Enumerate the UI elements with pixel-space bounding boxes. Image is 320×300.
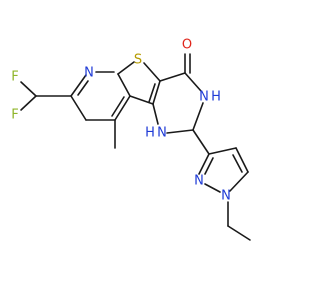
bond-carbonyl-nh [184, 72, 202, 92]
bond-c2-carbonyl [159, 72, 186, 82]
bond-pz-c4-c5-inner [232, 154, 243, 173]
atom-nh-amide: N [199, 90, 209, 105]
atom-label-layer: N S O N H N H F F N N [11, 38, 231, 204]
atom-f-lower: F [11, 108, 18, 123]
bond-ch-nh [166, 129, 194, 134]
bond-cf-lower [20, 95, 37, 111]
bond-pz-c4-c5 [235, 147, 249, 173]
bond-pz-n2-c3 [198, 153, 210, 175]
bond-ch-pyrazole [192, 129, 210, 155]
bond-pz-c3-c4 [208, 147, 237, 155]
atom-nh-amine: N [157, 126, 167, 141]
bond-pz-n1-n2 [204, 183, 221, 193]
atom-h-amine: H [145, 126, 155, 141]
bond-c3-c3a [129, 95, 154, 105]
atom-o-carbonyl: O [182, 38, 192, 53]
molecule-structure-diagram: N S O N H N H F F N N [11, 38, 251, 241]
bond-ethyl [227, 225, 251, 241]
atom-n-pyrazole-2: N [194, 174, 204, 189]
bond-s-c2 [143, 62, 161, 82]
bond-cf-upper [20, 81, 37, 97]
atom-h-amide: H [211, 90, 221, 105]
atom-s-thiophene: S [134, 53, 142, 68]
atom-f-upper: F [11, 70, 18, 85]
bond-c5-c6 [70, 95, 87, 121]
bond-c2-c3-inner [148, 83, 156, 103]
bond-c7-n [70, 74, 87, 97]
bond-c2-c3 [152, 80, 161, 105]
bond-c7a-s [117, 61, 135, 75]
atom-n-pyridine: N [84, 66, 94, 81]
bond-nh-c3 [152, 103, 159, 125]
bond-pz-n2-c3-inner [204, 157, 214, 175]
atom-n-pyrazole-1: N [221, 189, 231, 204]
bond-c7a-c3a [117, 73, 131, 97]
bond-c7-n-inner [77, 80, 89, 96]
bond-layer [20, 53, 251, 241]
bond-pz-c5-n1 [229, 171, 249, 192]
bond-c3a-c4-inner [111, 96, 125, 117]
bond-nh-ch [192, 102, 204, 131]
bond-c3a-c4 [114, 95, 131, 121]
